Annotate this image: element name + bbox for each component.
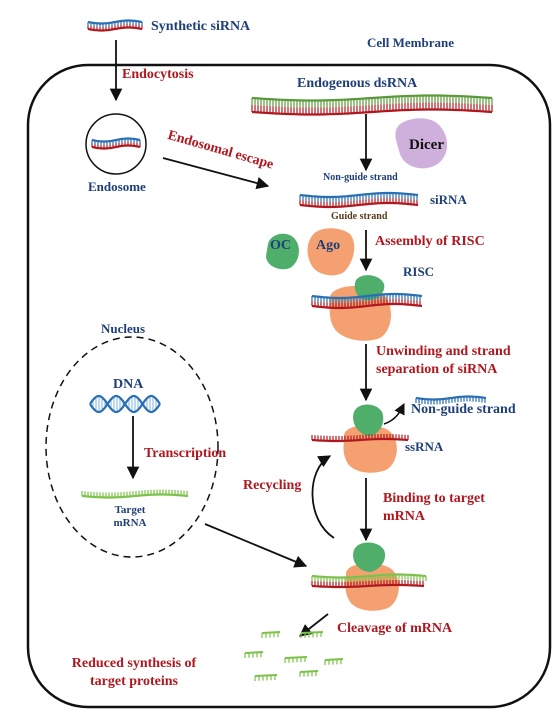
oc-protein [266, 233, 299, 270]
endogenous-dsrna-strand [251, 94, 493, 116]
unwinding-label-line1: Unwinding and strand [376, 344, 511, 359]
release-arrow [383, 402, 405, 425]
risc-label: RISC [403, 264, 435, 279]
reduced-synthesis-label-line2: target proteins [90, 674, 178, 689]
endosomal-escape-arrow [162, 157, 270, 190]
target-mrna-label-line1: Target [114, 504, 146, 516]
cell-membrane-label: Cell Membrane [367, 35, 455, 50]
recycling-arrow [311, 455, 335, 539]
nucleus-label: Nucleus [101, 321, 146, 336]
sirna-label: siRNA [430, 192, 467, 207]
endogenous-dsrna-label: Endogenous dsRNA [297, 76, 418, 91]
cleavage-label: Cleavage of mRNA [337, 621, 453, 636]
target-mrna-nucleus-strand [81, 489, 189, 499]
dicer-label: Dicer [409, 137, 444, 153]
nucleus-envelope [45, 336, 219, 558]
oc-label: OC [270, 238, 291, 253]
risc-sirna-strand [311, 292, 423, 310]
ago-label: Ago [316, 238, 341, 253]
target-mrna-label-line2: mRNA [113, 517, 147, 529]
reduced-synthesis-label-line1: Reduced synthesis of [71, 656, 197, 671]
recycling-label: Recycling [243, 478, 302, 493]
synthetic-sirna-label: Synthetic siRNA [151, 19, 251, 34]
mrna-export-arrow [204, 523, 308, 568]
dna-helix [89, 394, 161, 414]
cleavage-guide-strand [311, 580, 425, 589]
released-non-guide-strand [415, 395, 487, 405]
endosome-label: Endosome [88, 179, 146, 194]
ago-protein [307, 228, 355, 276]
non-guide-strand-right-label: Non-guide strand [411, 402, 516, 417]
sirna-duplex-strand [299, 191, 419, 209]
dna-label: DNA [113, 377, 144, 392]
endocytosis-label: Endocytosis [122, 67, 194, 82]
binding-label-line1: Binding to target [383, 491, 485, 506]
cell-membrane [26, 63, 552, 709]
binding-label-line2: mRNA [383, 509, 425, 524]
ssrna-guide-strand [311, 434, 409, 443]
cleavage-mrna-strand [311, 573, 427, 583]
transcription-label: Transcription [144, 446, 227, 461]
ssrna-oc [353, 404, 384, 436]
synthetic-sirna-strand [87, 19, 143, 32]
endosome-sirna-strand [91, 137, 141, 150]
dicer-enzyme [395, 118, 448, 169]
risc-oc [354, 275, 385, 300]
assembly-of-risc-label: Assembly of RISC [375, 234, 485, 249]
cleavage-oc [353, 542, 386, 572]
unwinding-label-line2: separation of siRNA [376, 362, 498, 377]
non-guide-strand-top-label: Non-guide strand [323, 172, 398, 183]
ssrna-label: ssRNA [405, 439, 444, 454]
guide-strand-label: Guide strand [331, 211, 388, 222]
mrna-fragments [244, 631, 344, 681]
